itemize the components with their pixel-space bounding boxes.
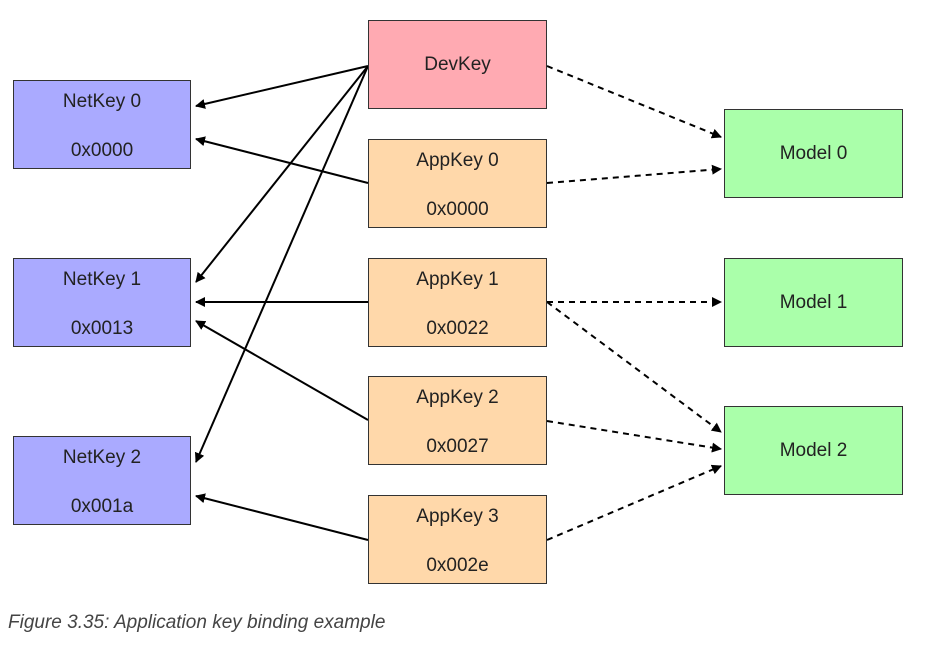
edge-appkey-1-model-2 (546, 301, 722, 433)
appkey-3-node: AppKey 3 0x002e (368, 495, 547, 584)
netkey-name: NetKey 0 (62, 91, 142, 112)
figure-caption: Figure 3.35: Application key binding exa… (8, 612, 386, 633)
netkey-2-node: NetKey 2 0x001a (13, 436, 191, 525)
netkey-index: 0x0000 (70, 140, 134, 161)
devkey-node: DevKey (368, 20, 547, 109)
appkey-index: 0x0000 (426, 199, 489, 220)
appkey-index: 0x0022 (426, 318, 489, 339)
edge-appkey-0-netkey-0 (195, 136, 369, 184)
edge-appkey-2-netkey-1 (195, 320, 369, 421)
edge-devkey-netkey-0 (195, 65, 369, 109)
model-name: Model 1 (779, 292, 848, 313)
model-2-node: Model 2 (724, 406, 903, 495)
edge-appkey-3-model-2 (546, 464, 722, 541)
netkey-1-node: NetKey 1 0x0013 (13, 258, 191, 347)
edge-devkey-model-0 (546, 65, 722, 139)
model-name: Model 2 (779, 440, 848, 461)
appkey-name: AppKey 0 (416, 150, 499, 171)
netkey-name: NetKey 1 (62, 269, 142, 290)
appkey-0-node: AppKey 0 0x0000 (368, 139, 547, 228)
model-1-node: Model 1 (724, 258, 903, 347)
edge-devkey-netkey-1 (195, 65, 369, 283)
appkey-index: 0x0027 (426, 436, 489, 457)
edge-appkey-0-model-0 (546, 164, 722, 184)
appkey-1-node: AppKey 1 0x0022 (368, 258, 547, 347)
appkey-2-node: AppKey 2 0x0027 (368, 376, 547, 465)
model-name: Model 0 (779, 143, 848, 164)
netkey-index: 0x0013 (70, 318, 134, 339)
netkey-index: 0x001a (70, 496, 134, 517)
edge-devkey-netkey-2 (194, 65, 369, 463)
appkey-name: AppKey 3 (416, 506, 499, 527)
edge-appkey-3-netkey-2 (195, 493, 369, 541)
edge-appkey-2-model-2 (546, 420, 722, 453)
appkey-name: AppKey 2 (416, 387, 499, 408)
appkey-index: 0x002e (426, 555, 489, 576)
netkey-name: NetKey 2 (62, 447, 142, 468)
model-0-node: Model 0 (724, 109, 903, 198)
netkey-0-node: NetKey 0 0x0000 (13, 80, 191, 169)
devkey-name: DevKey (424, 54, 491, 75)
appkey-name: AppKey 1 (416, 269, 499, 290)
